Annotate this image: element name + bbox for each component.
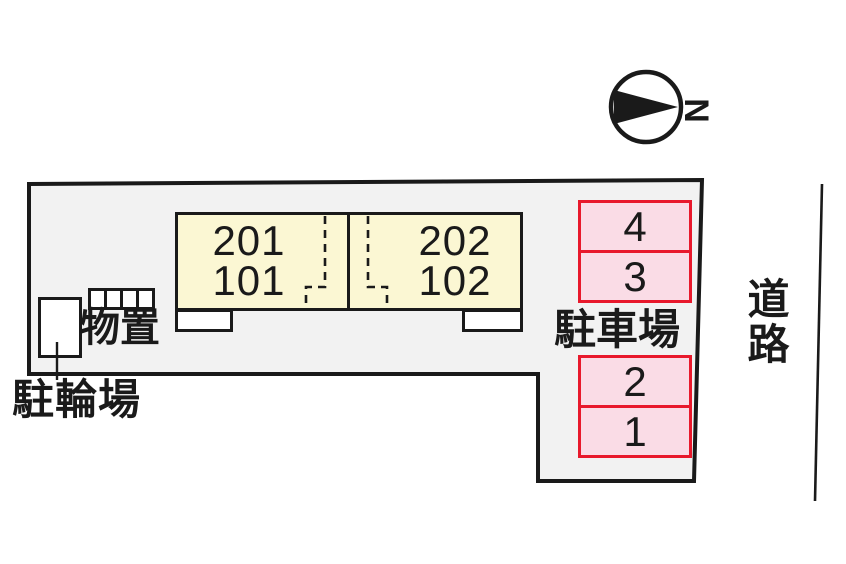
parking-space-3: 3	[578, 250, 692, 303]
parking-space-1: 1	[578, 405, 692, 458]
storage-shed	[136, 288, 155, 310]
bicycle-parking-label: 駐輪場	[12, 376, 142, 423]
compass-north-letter: N	[676, 98, 715, 123]
bicycle-parking-area	[38, 297, 82, 358]
parking-space-3-number: 3	[623, 252, 647, 300]
parking-lot-label: 駐車場	[554, 306, 681, 353]
storage-label: 物置	[80, 306, 160, 350]
road-label: 道路	[742, 277, 789, 367]
storage-shed-row	[88, 288, 155, 310]
unit-101-label: 101	[212, 257, 286, 304]
parking-space-4: 4	[578, 200, 692, 253]
apartment-building	[175, 212, 523, 311]
unit-divider-wall	[347, 215, 350, 308]
parking-space-2-number: 2	[623, 357, 647, 405]
entrance-porch-right	[462, 309, 523, 332]
unit-numbers-left: 201 101	[178, 217, 320, 304]
unit-numbers-right: 202 102	[384, 217, 526, 304]
unit-202-label: 202	[418, 217, 492, 264]
parking-space-1-number: 1	[623, 407, 647, 455]
parking-space-4-number: 4	[623, 202, 647, 250]
parking-space-2: 2	[578, 355, 692, 408]
unit-201-label: 201	[212, 217, 286, 264]
unit-102-label: 102	[418, 257, 492, 304]
entrance-porch-left	[175, 309, 233, 332]
